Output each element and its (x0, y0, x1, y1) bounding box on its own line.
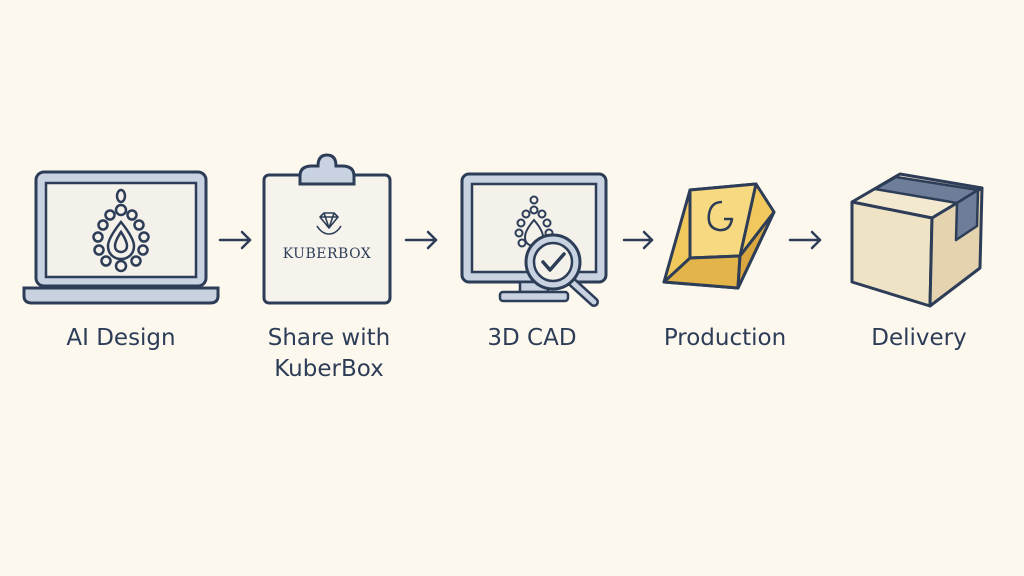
box-icon (850, 172, 984, 308)
pendant-icon (92, 188, 150, 273)
monitor-magnifier-icon (460, 172, 608, 307)
step-label-production: Production (663, 325, 787, 351)
arrow-right-icon (788, 230, 822, 250)
arrow-right-icon (622, 230, 654, 250)
gold-emblem-icon (707, 200, 734, 232)
checkmark-icon (541, 252, 566, 272)
arrow-right-icon (404, 230, 438, 250)
step-label-ai-design: AI Design (66, 325, 176, 351)
step-label-3d-cad: 3D CAD (487, 325, 577, 351)
clipboard-icon (262, 153, 392, 305)
laptop-pendant-icon (22, 170, 220, 305)
step-label-share: Share with KuberBox (267, 325, 391, 382)
step-label-delivery: Delivery (871, 325, 967, 351)
arrow-right-icon (218, 230, 252, 250)
diamond-lotus-icon (316, 212, 342, 235)
brand-name: KUBERBOX (283, 246, 372, 262)
magnifier-icon (524, 233, 599, 307)
gold-bar-icon (662, 182, 776, 290)
